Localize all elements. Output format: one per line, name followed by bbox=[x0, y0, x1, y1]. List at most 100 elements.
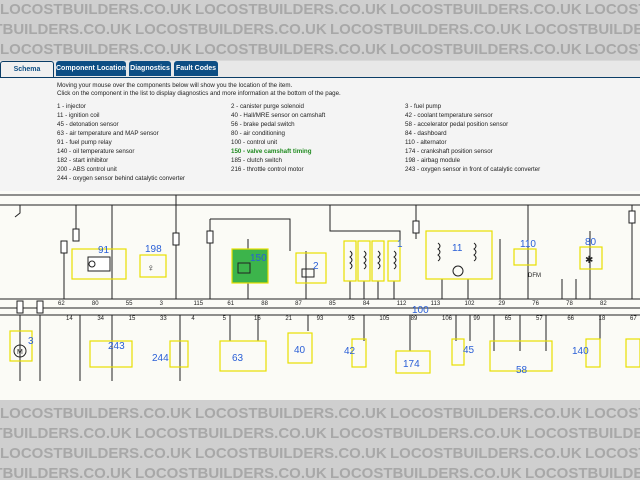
watermark-text: LOCOSTBUILDERS.CO.UK bbox=[585, 445, 640, 462]
component-45-label: 45 bbox=[463, 345, 475, 356]
component-63-box[interactable] bbox=[219, 340, 267, 372]
tab-diagnostics[interactable]: Diagnostics bbox=[129, 61, 171, 76]
pin-number: 78 bbox=[566, 301, 573, 307]
tab-bar: Schema Diagram Component Location Diagno… bbox=[0, 61, 640, 88]
legend-item[interactable]: 243 - oxygen sensor in front of catalyti… bbox=[405, 166, 541, 173]
component-174-box[interactable] bbox=[395, 350, 431, 374]
legend-item[interactable]: 185 - clutch switch bbox=[231, 157, 282, 164]
legend-item[interactable]: 63 - air temperature and MAP sensor bbox=[57, 130, 159, 137]
watermark-text: LOCOSTBUILDERS.CO.UK bbox=[390, 1, 582, 18]
pin-number: 88 bbox=[261, 301, 268, 307]
legend-item[interactable]: 182 - start inhibitor bbox=[57, 157, 109, 164]
watermark-text: LOCOSTBUILDERS.CO.UK bbox=[390, 445, 582, 462]
pin-number: 84 bbox=[363, 301, 370, 307]
relay-91-coil bbox=[87, 256, 111, 272]
legend-item[interactable]: 80 - air conditioning bbox=[231, 130, 286, 137]
component-40-box[interactable] bbox=[287, 332, 313, 364]
coil-11-transistor bbox=[452, 265, 464, 277]
component-110-box[interactable] bbox=[513, 248, 537, 266]
component-198-label: 198 bbox=[145, 244, 162, 255]
legend-item[interactable]: 200 - ABS control unit bbox=[57, 166, 117, 173]
component-42-box[interactable] bbox=[351, 338, 367, 368]
component-150-label: 150 bbox=[250, 253, 267, 264]
legend-item[interactable]: 84 - dashboard bbox=[405, 130, 447, 137]
component-11-box[interactable] bbox=[425, 230, 493, 280]
pin-number: 87 bbox=[295, 301, 302, 307]
component-3-label: 3 bbox=[28, 336, 34, 347]
legend-item[interactable]: 58 - accelerator pedal position sensor bbox=[405, 121, 509, 128]
watermark-text: LOCOSTBUILDERS.CO.UK bbox=[195, 405, 387, 422]
legend-item[interactable]: 216 - throttle control motor bbox=[231, 166, 304, 173]
legend-item[interactable]: 140 - oil temperature sensor bbox=[57, 148, 135, 155]
bus-wires bbox=[0, 194, 640, 381]
pin-number: 115 bbox=[194, 301, 204, 307]
fuse-6 bbox=[36, 300, 44, 314]
pin-number: 33 bbox=[160, 316, 167, 322]
component-243-label: 243 bbox=[108, 341, 125, 352]
legend-item[interactable]: 110 - alternator bbox=[405, 139, 447, 146]
legend-item[interactable]: 174 - crankshaft position sensor bbox=[405, 148, 493, 155]
watermark-text: LOCOSTBUILDERS.CO.UK bbox=[0, 465, 132, 480]
watermark-text: LOCOSTBUILDERS.CO.UK bbox=[135, 21, 327, 38]
component-45-box[interactable] bbox=[451, 338, 465, 366]
tab-fault-codes[interactable]: Fault Codes bbox=[174, 61, 218, 76]
pin-number: 105 bbox=[379, 316, 390, 322]
injectors-1[interactable] bbox=[343, 240, 401, 282]
fuel-pump-motor bbox=[13, 344, 27, 358]
component-80-box[interactable] bbox=[579, 246, 603, 270]
legend-item[interactable]: 40 - Hall/MRE sensor on camshaft bbox=[231, 112, 326, 119]
legend-item[interactable]: 91 - fuel pump relay bbox=[57, 139, 112, 146]
legend-item[interactable]: 150 - valve camshaft timing bbox=[231, 148, 312, 155]
tab-component-location[interactable]: Component Location bbox=[56, 61, 126, 76]
airbag-icon: ♀ bbox=[147, 263, 155, 274]
watermark-text: LOCOSTBUILDERS.CO.UK bbox=[0, 445, 192, 462]
component-198-box[interactable] bbox=[139, 254, 167, 278]
legend-item[interactable]: 2 - canister purge solenoid bbox=[231, 103, 304, 110]
watermark-text: LOCOSTBUILDERS.CO.UK bbox=[330, 21, 522, 38]
fuse-1 bbox=[60, 240, 68, 254]
motor-m-glyph: M bbox=[17, 349, 23, 356]
watermark-text: LOCOSTBUILDERS.CO.UK bbox=[585, 1, 640, 18]
coil-11-windings bbox=[437, 242, 477, 262]
watermark-text: LOCOSTBUILDERS.CO.UK bbox=[0, 1, 192, 18]
pin-number: 15 bbox=[129, 316, 136, 322]
component-110-label: 110 bbox=[520, 239, 536, 250]
solenoid-2-symbol bbox=[301, 268, 315, 278]
pin-number: 85 bbox=[329, 301, 336, 307]
pin-number: 29 bbox=[498, 301, 505, 307]
component-243-box[interactable] bbox=[89, 340, 133, 368]
pin-number: 55 bbox=[126, 301, 133, 307]
pin-number: 62 bbox=[58, 301, 65, 307]
component-2-box[interactable] bbox=[295, 252, 327, 284]
component-91-label: 91 bbox=[98, 245, 110, 256]
pin-number: 16 bbox=[254, 316, 261, 322]
legend-item[interactable]: 56 - brake pedal switch bbox=[231, 121, 295, 128]
component-11-label: 11 bbox=[452, 243, 463, 254]
component-244-box[interactable] bbox=[169, 340, 189, 368]
pin-number: 21 bbox=[285, 316, 292, 322]
pin-number: 106 bbox=[442, 316, 453, 322]
fuse-3 bbox=[172, 232, 180, 246]
component-140-label: 140 bbox=[572, 346, 589, 357]
component-58-box[interactable] bbox=[489, 340, 553, 372]
legend-item[interactable]: 3 - fuel pump bbox=[405, 103, 442, 110]
legend-item[interactable]: 100 - control unit bbox=[231, 139, 278, 146]
component-3-box[interactable] bbox=[9, 330, 33, 362]
legend-item[interactable]: 42 - coolant temperature sensor bbox=[405, 112, 493, 119]
legend-item[interactable]: 198 - airbag module bbox=[405, 157, 461, 164]
watermark-text: LOCOSTBUILDERS.CO.UK bbox=[195, 1, 387, 18]
legend-item[interactable]: 11 - ignition coil bbox=[57, 112, 100, 119]
watermark-text: LOCOSTBUILDERS.CO.UK bbox=[0, 21, 132, 38]
legend-item[interactable]: 1 - injector bbox=[57, 103, 86, 110]
legend-item[interactable]: 244 - oxygen sensor behind catalytic con… bbox=[57, 175, 185, 182]
pin-number: 4 bbox=[191, 316, 195, 322]
pin-number: 82 bbox=[600, 301, 607, 307]
component-140-box[interactable] bbox=[585, 338, 601, 368]
watermark-text: LOCOSTBUILDERS.CO.UK bbox=[135, 425, 327, 442]
component-91-box[interactable] bbox=[71, 248, 127, 280]
legend-item[interactable]: 45 - detonation sensor bbox=[57, 121, 119, 128]
fuses bbox=[16, 210, 636, 314]
tab-schema-diagram[interactable]: Schema Diagram bbox=[0, 61, 54, 88]
